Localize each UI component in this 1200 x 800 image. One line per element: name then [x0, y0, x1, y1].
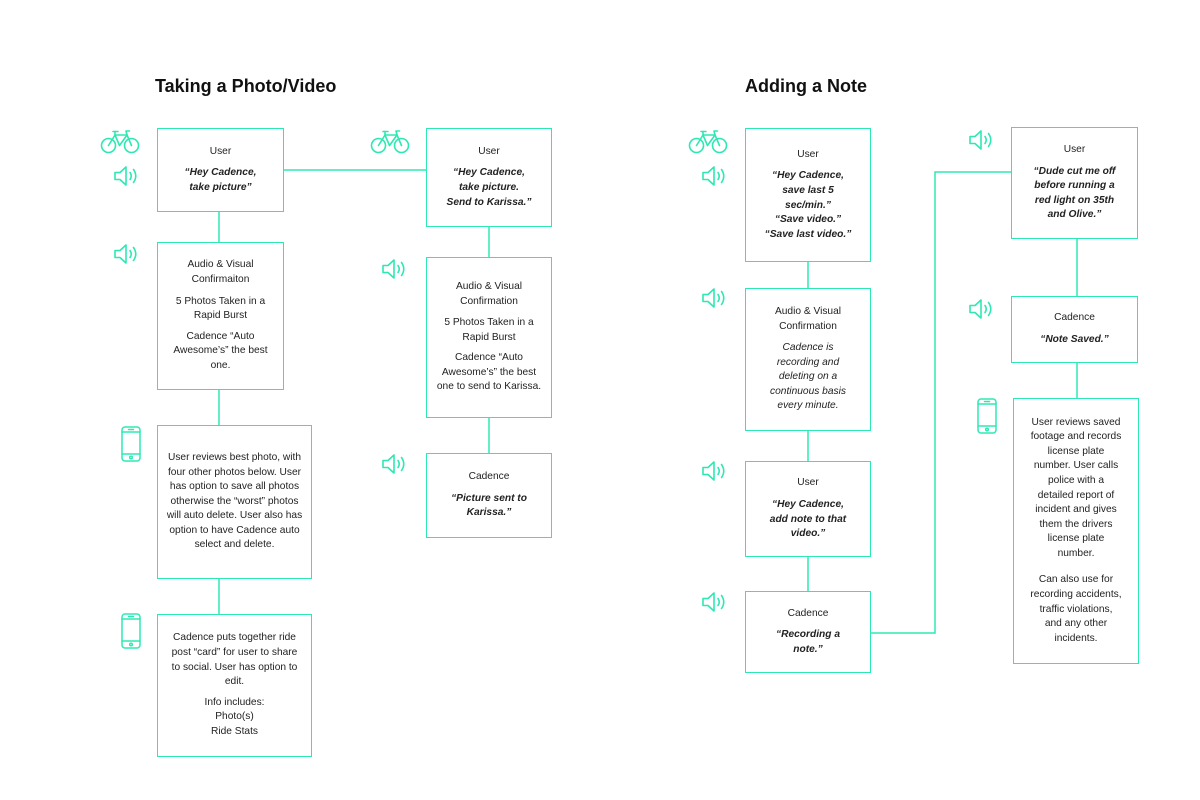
box-paragraph: Cadence puts together ride post “card” f… — [171, 632, 298, 688]
speaker-icon — [382, 454, 405, 474]
box-line: and Olive.” — [1047, 209, 1102, 221]
flow-box-review-footage: User reviews saved footage and records l… — [1013, 398, 1139, 664]
flow-box-review-photo: User reviews best photo, with four other… — [157, 425, 312, 579]
flow-box-user-take-picture: User “Hey Cadence, take picture” — [157, 128, 284, 212]
connector — [871, 171, 1011, 634]
bicycle-icon — [100, 130, 140, 154]
flow-box-picture-sent: Cadence “Picture sent to Karissa.” — [426, 453, 552, 538]
flow-box-ride-post-card: Cadence puts together ride post “card” f… — [157, 614, 312, 757]
speaker-icon — [702, 461, 725, 481]
box-line: “Recording a — [776, 629, 840, 641]
box-line: “Note Saved.” — [1040, 334, 1109, 345]
box-line: continuous basis — [770, 385, 846, 397]
speaker-icon — [382, 259, 405, 279]
box-role: User — [1063, 144, 1086, 156]
phone-icon — [121, 426, 141, 462]
box-line: take picture” — [189, 181, 252, 193]
flow-box-confirmation: Audio & Visual Confirmaiton 5 Photos Tak… — [157, 242, 284, 390]
box-role: Audio & Visual Confirmation — [774, 305, 842, 332]
box-line: add note to that — [769, 513, 847, 525]
box-line: before running a — [1034, 180, 1115, 192]
box-paragraph: Can also use for recording accidents, tr… — [1030, 574, 1122, 644]
flow-box-user-add-note: User “Hey Cadence, add note to that vide… — [745, 461, 871, 557]
box-line: “Save video.” — [774, 214, 842, 226]
box-line: “Hey Cadence, — [772, 170, 844, 182]
speaker-icon — [702, 592, 725, 612]
box-line: red light on 35th — [1034, 194, 1115, 206]
speaker-icon — [702, 288, 725, 308]
box-line: Cadence is — [782, 342, 834, 354]
box-line: sec/min.” — [785, 199, 831, 211]
speaker-icon — [702, 166, 725, 186]
box-line: recording and — [776, 356, 840, 368]
box-role: User — [209, 145, 232, 157]
flow-box-note-saved: Cadence “Note Saved.” — [1011, 296, 1138, 363]
box-line: every minute. — [777, 400, 839, 412]
box-role: Cadence — [468, 471, 510, 483]
flow-box-recording-confirmation: Audio & Visual Confirmation Cadence is r… — [745, 288, 871, 431]
box-line: video.” — [790, 528, 826, 540]
box-paragraph: Cadence “Auto Awesome’s” the best one to… — [436, 352, 542, 393]
speaker-icon — [969, 299, 992, 319]
flow-box-recording-note: Cadence “Recording a note.” — [745, 591, 871, 673]
phone-icon — [121, 613, 141, 649]
speaker-icon — [114, 244, 137, 264]
bicycle-icon — [688, 130, 728, 154]
box-paragraph: 5 Photos Taken in a Rapid Burst — [444, 317, 534, 343]
box-paragraph: User reviews best photo, with four other… — [166, 451, 303, 551]
flow-box-user-send-picture: User “Hey Cadence, take picture. Send to… — [426, 128, 552, 227]
box-line: “Hey Cadence, — [772, 498, 844, 510]
box-line: take picture. — [458, 182, 520, 193]
box-role: User — [478, 145, 500, 157]
box-line: save last 5 — [782, 184, 834, 196]
box-role: Cadence — [787, 607, 829, 619]
box-paragraph: 5 Photos Taken in a Rapid Burst — [175, 295, 266, 322]
speaker-icon — [969, 130, 992, 150]
phone-icon — [977, 398, 997, 434]
box-role: Audio & Visual Confirmation — [455, 280, 523, 307]
box-line: note.” — [793, 643, 823, 655]
box-line: “Dude cut me off — [1033, 165, 1116, 177]
speaker-icon — [114, 166, 137, 186]
box-role: User — [797, 148, 819, 160]
box-role: User — [797, 477, 819, 489]
box-line: deleting on a — [778, 371, 838, 383]
bicycle-icon — [370, 130, 410, 154]
box-line: “Save last video.” — [764, 228, 852, 240]
box-line: Send to Karissa.” — [446, 196, 532, 208]
section-title-note: Adding a Note — [745, 76, 867, 96]
flow-box-confirmation-send: Audio & Visual Confirmation 5 Photos Tak… — [426, 257, 552, 418]
section-title-photo: Taking a Photo/Video — [155, 76, 337, 96]
flow-box-user-save-video: User “Hey Cadence, save last 5 sec/min.”… — [745, 128, 871, 262]
box-line: “Hey Cadence, — [453, 167, 525, 179]
box-role: Audio & Visual Confirmaiton — [187, 259, 254, 286]
box-paragraph: User reviews saved footage and records l… — [1030, 416, 1122, 559]
box-line: Karissa.” — [466, 507, 512, 519]
flow-box-user-note-content: User “Dude cut me off before running a r… — [1011, 127, 1138, 239]
box-line: “Hey Cadence, — [184, 167, 257, 179]
box-paragraph: Info includes: Photo(s) Ride Stats — [204, 696, 265, 737]
box-role: Cadence — [1054, 312, 1095, 324]
box-line: “Picture sent to — [451, 492, 527, 504]
box-paragraph: Cadence “Auto Awesome’s” the best one. — [173, 330, 268, 371]
